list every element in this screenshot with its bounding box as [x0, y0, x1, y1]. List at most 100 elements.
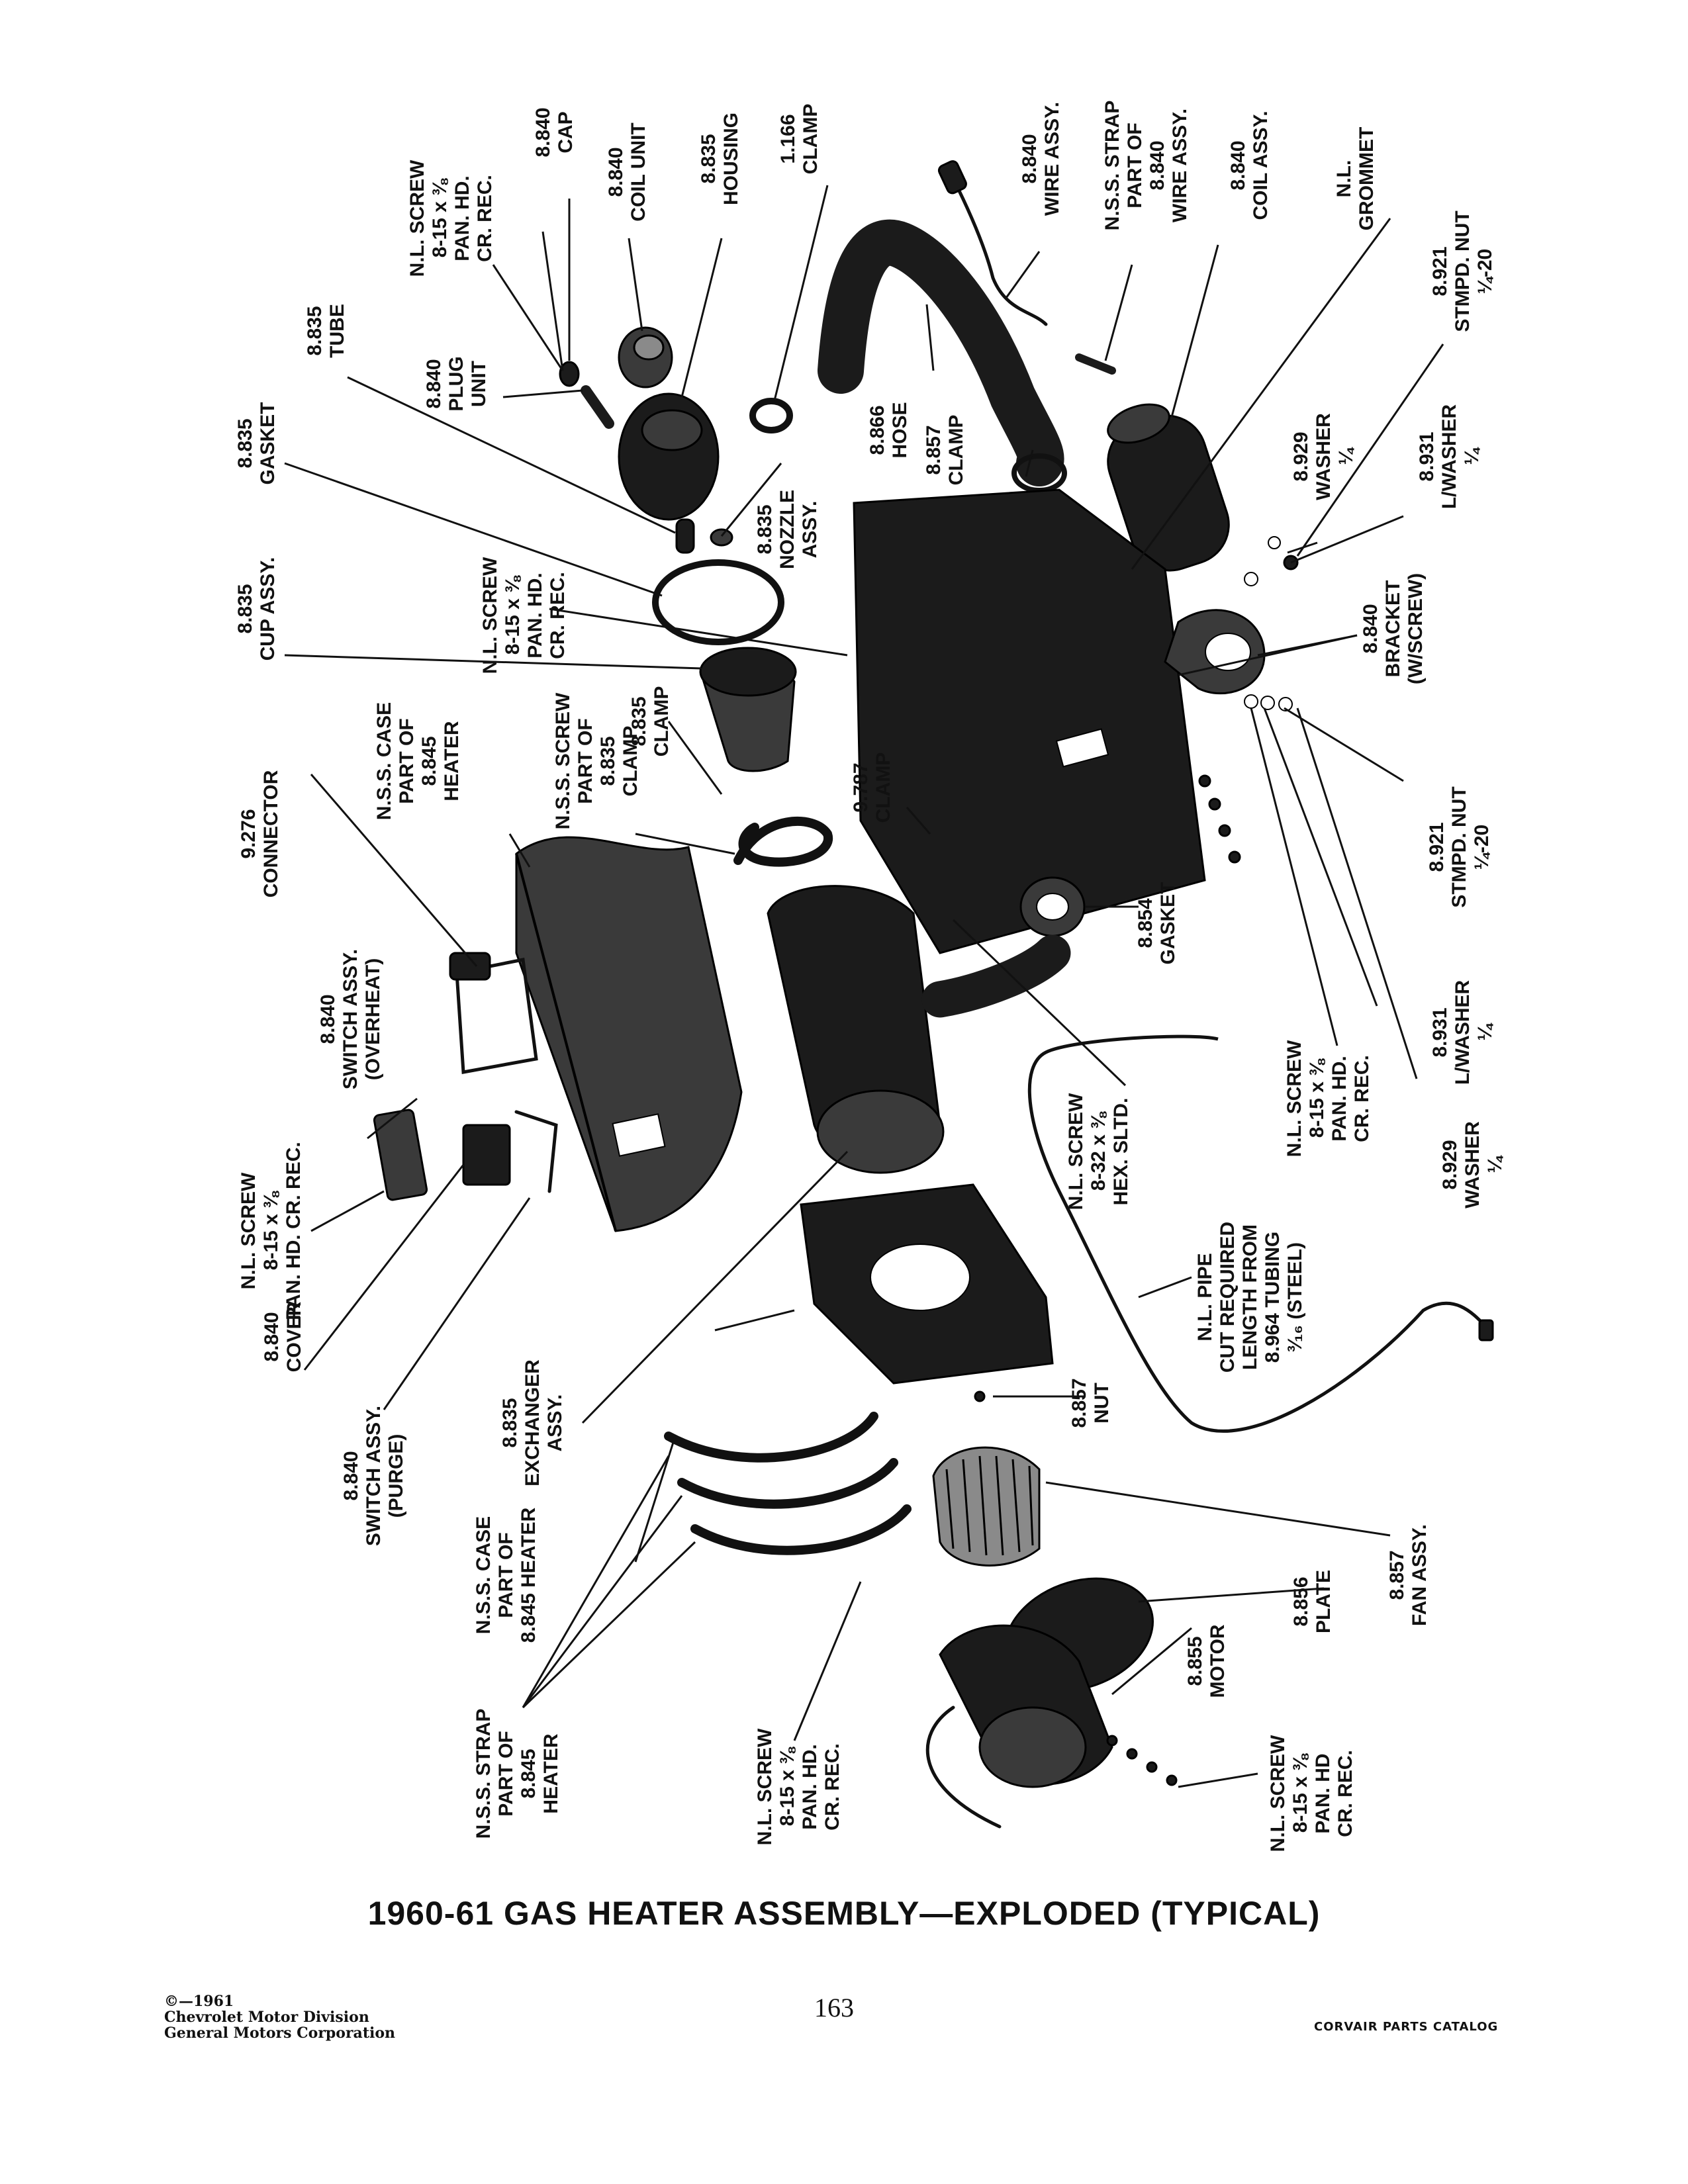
label-exchanger-assy: 8.835 EXCHANGER ASSY. [499, 1359, 566, 1486]
label-clamp-857-top: 8.857 CLAMP [923, 415, 967, 486]
label-lwasher-top: 8.931 L/WASHER ¼ [1416, 404, 1483, 510]
lwasher-small [1244, 572, 1258, 586]
text-line: 8.931 [1429, 1007, 1451, 1057]
label-screw-top-left: N.L. SCREW 8-15 x ⅜ PAN. HD. CR. REC. [406, 159, 496, 277]
label-nss-strap-wire: N.S.S. STRAP PART OF 8.840 WIRE ASSY. [1102, 101, 1191, 231]
text-line: CR. REC. [1335, 1750, 1356, 1837]
text-line: COIL ASSY. [1250, 111, 1272, 220]
label-cover: 8.840 COVER [261, 1301, 305, 1372]
label-clamp-9787: 9.787 CLAMP [850, 752, 894, 823]
text-line: 8.857 [1068, 1378, 1090, 1428]
coil-assy-top [1107, 403, 1170, 444]
text-line: ³⁄₁₆ (STEEL) [1284, 1242, 1306, 1352]
text-line: 8.835 [628, 696, 650, 746]
copyright-line: ©—1961 [164, 1993, 234, 2010]
hose [818, 219, 1064, 486]
cover-part [462, 1124, 511, 1186]
shell-edge [515, 853, 617, 1232]
leader-lines [284, 185, 1444, 1788]
text-line: ¼-20 [1471, 825, 1493, 870]
text-line: ¼ [1484, 1155, 1506, 1173]
text-line: N.L. SCREW [238, 1172, 259, 1289]
text-line: PAN. HD. [451, 175, 473, 261]
text-line: N.L. SCREW [1284, 1040, 1305, 1157]
text-line: 8.840 [317, 994, 339, 1044]
text-line: 8-15 x ⅜ [1289, 1753, 1311, 1833]
text-line: N.S.S. STRAP [473, 1709, 494, 1839]
label-gasket-854: 8.854 GASKET [1135, 882, 1179, 964]
text-line: 8.840 [532, 107, 554, 157]
shell-window [612, 1113, 666, 1157]
cup-rim [699, 647, 797, 697]
text-line: 8.866 [867, 405, 888, 455]
cap-part [559, 361, 580, 387]
text-line: ¼ [1474, 1023, 1496, 1041]
catalog-name: CORVAIR PARTS CATALOG [1314, 2020, 1499, 2034]
label-connector: 9.276 CONNECTOR [238, 770, 282, 897]
text-line: CUP ASSY. [257, 557, 279, 661]
case-opening [1055, 728, 1109, 768]
text-line: STMPD. NUT [1448, 786, 1470, 907]
text-line: L/WASHER [1452, 980, 1474, 1085]
switch-overheat-part [373, 1109, 428, 1201]
text-line: 8.840 [605, 147, 627, 197]
copyright-block: ©—1961 Chevrolet Motor Division General … [164, 1993, 395, 2041]
strap-wire-part [1075, 353, 1116, 375]
housing-face [641, 409, 703, 451]
text-line: PLATE [1313, 1570, 1335, 1633]
text-line: 8.840 [1360, 604, 1382, 653]
strap-bands [664, 1412, 912, 1555]
text-line: HEATER [441, 721, 463, 801]
diagram-caption: 1960-61 GAS HEATER ASSEMBLY—EXPLODED (TY… [367, 1895, 1321, 1932]
text-line: HEATER [540, 1733, 562, 1813]
text-line: 8-15 x ⅜ [1306, 1058, 1328, 1138]
text-line: SWITCH ASSY. [363, 1406, 385, 1546]
text-line: CONNECTOR [260, 770, 282, 897]
text-line: 8.857 [1386, 1550, 1408, 1600]
tube-part [675, 518, 695, 554]
text-line: CAP [555, 111, 577, 153]
text-line: CR. REC. [474, 175, 496, 262]
pipe-fitting [1478, 1319, 1494, 1342]
gasket-854-hole [1036, 893, 1069, 921]
text-line: PART OF [575, 718, 596, 803]
nozzle-part [710, 528, 733, 547]
copyright-line: General Motors Corporation [164, 2025, 396, 2042]
motor-lead [925, 1706, 1002, 1829]
fan-blades [945, 1455, 1034, 1556]
page-number: 163 [814, 1993, 854, 2023]
text-line: PAN. HD. [799, 1744, 821, 1829]
label-tube: 8.835 TUBE [304, 304, 348, 358]
text-line: HOSE [889, 402, 911, 458]
clamp-1166-part [749, 398, 793, 433]
text-line: 8.929 [1439, 1140, 1461, 1189]
label-nss-case-bottom: N.S.S. CASE PART OF 8.845 HEATER [473, 1507, 539, 1643]
text-line: L/WASHER [1438, 404, 1460, 510]
screw-set-bottom [1106, 1735, 1178, 1786]
text-line: 8.835 [499, 1398, 521, 1447]
clamp-835-strap [733, 817, 833, 867]
text-line: HEX. SLTD. [1110, 1098, 1132, 1206]
text-line: N.L. SCREW [406, 159, 428, 277]
text-line: 8.931 [1416, 432, 1438, 481]
label-switch-purge: 8.840 SWITCH ASSY. (PURGE) [340, 1406, 407, 1546]
label-screw-hex: N.L. SCREW 8-32 x ⅜ HEX. SLTD. [1065, 1093, 1132, 1210]
label-nss-case-top: N.S.S. CASE PART OF 8.845 HEATER [373, 702, 463, 820]
text-line: NOZZLE [776, 490, 798, 569]
label-screw-bottom-right: N.L. SCREW 8-15 x ⅜ PAN. HD CR. REC. [1267, 1735, 1356, 1852]
label-bracket: 8.840 BRACKET (W/SCREW) [1360, 573, 1427, 684]
text-line: 8-15 x ⅜ [502, 575, 524, 655]
text-line: 8.840 [1147, 140, 1168, 190]
lwasher-bottom-part [1260, 696, 1275, 710]
label-nss-screw-clamp: N.S.S. SCREW PART OF 8.835 CLAMP [552, 692, 641, 829]
text-line: N.L. [1333, 160, 1355, 198]
overheat-switch-wire [455, 958, 538, 1074]
text-line: MOTOR [1207, 1624, 1229, 1698]
wire-terminal [937, 160, 967, 195]
label-nozzle-assy: 8.835 NOZZLE ASSY. [754, 490, 821, 569]
text-line: (W/SCREW) [1405, 573, 1427, 684]
label-cup-assy: 8.835 CUP ASSY. [234, 557, 279, 661]
text-line: 8.845 [518, 1749, 539, 1798]
text-line: 8-15 x ⅜ [260, 1191, 282, 1270]
text-line: PART OF [495, 1532, 517, 1617]
